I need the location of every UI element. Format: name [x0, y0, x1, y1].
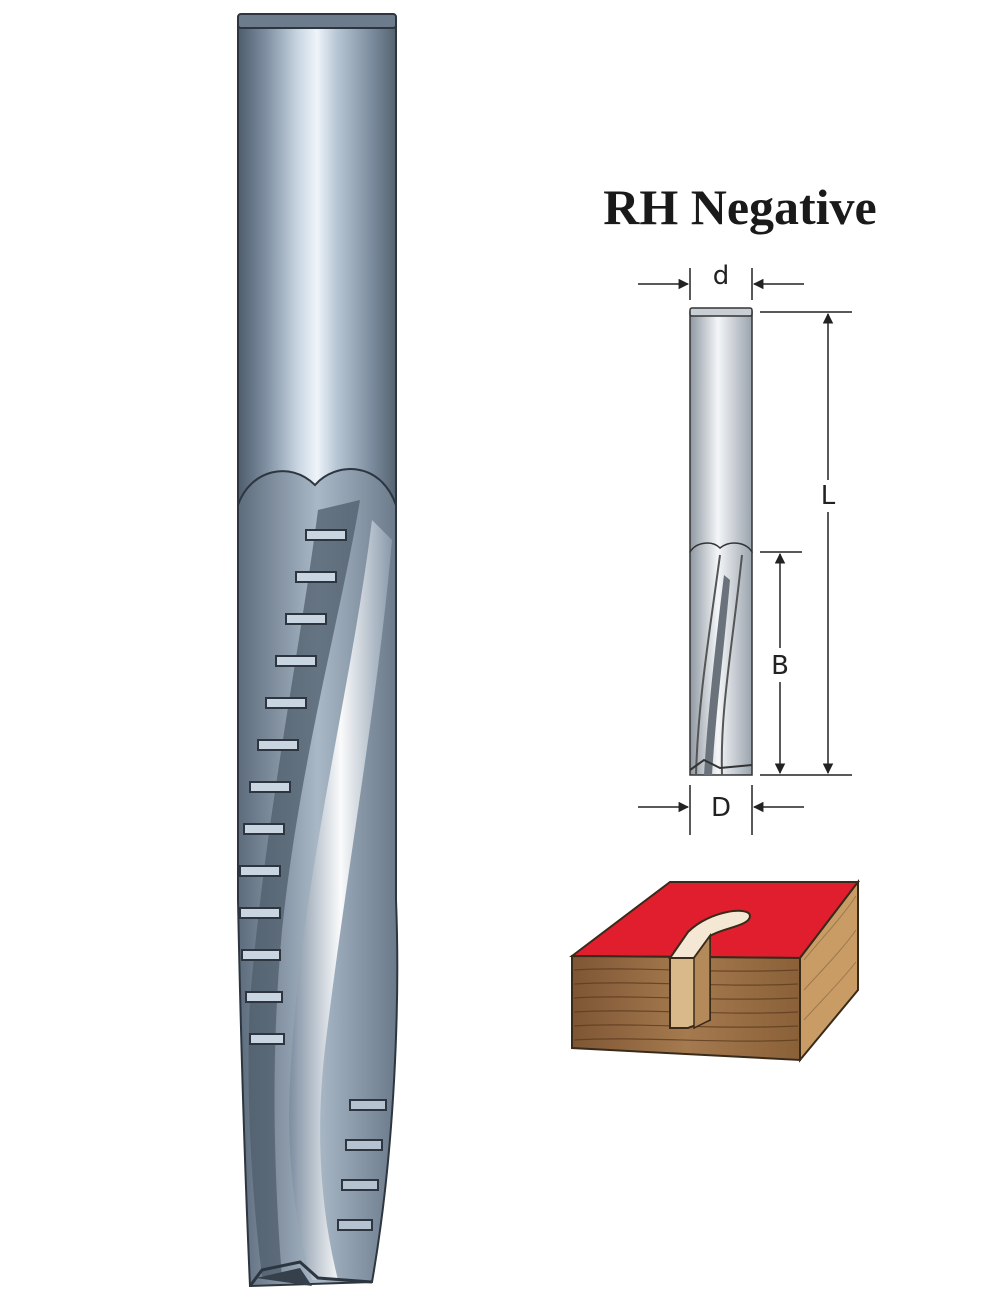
label-d: d	[713, 261, 730, 291]
product-title: RH Negative	[603, 179, 877, 235]
label-B: B	[771, 651, 789, 681]
schematic-bit	[689, 307, 753, 776]
workpiece-illustration	[569, 879, 861, 1063]
dimension-D: D	[638, 785, 804, 835]
bit-flutes	[237, 468, 399, 1288]
bit-shank	[237, 13, 397, 513]
dimension-d: d	[638, 261, 804, 300]
dimension-L: L	[760, 311, 852, 776]
label-D: D	[711, 793, 731, 823]
dimension-B: B	[760, 551, 802, 775]
router-bit-render	[237, 13, 399, 1288]
dimension-diagram: d L B D	[638, 261, 852, 835]
label-L: L	[821, 481, 836, 511]
